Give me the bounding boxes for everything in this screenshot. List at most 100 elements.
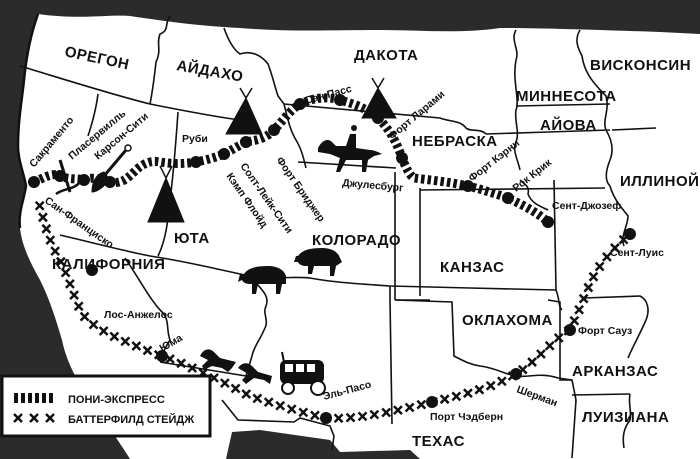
pickaxe-icon	[55, 159, 81, 196]
state-label-oklahoma: ОКЛАХОМА	[462, 312, 553, 329]
butterfield-cross-mark	[187, 363, 198, 373]
butterfield-cross-mark	[574, 304, 584, 315]
pony-express-stop-marker	[502, 192, 514, 204]
state-label-illinois: ИЛЛИНОЙС	[620, 172, 700, 190]
city-label-st-joseph: Сент-Джозеф	[552, 200, 621, 212]
butterfield-cross-mark	[333, 413, 344, 424]
butterfield-cross-mark	[496, 376, 507, 387]
butterfield-cross-mark	[263, 397, 274, 408]
butterfield-cross-mark	[536, 349, 546, 359]
city-label-los-angeles: Лос-Анжелос	[104, 309, 173, 321]
tepee-icon	[147, 165, 185, 223]
butterfield-cross-mark	[357, 411, 368, 422]
butterfield-cross-mark	[88, 319, 99, 330]
shovel-icon	[91, 144, 132, 193]
butterfield-cross-icon	[13, 413, 55, 423]
state-label-colorado: КОЛОРАДО	[312, 232, 401, 249]
legend-label-butterfield: БАТТЕРФИЛД СТЕЙДЖ	[68, 413, 194, 426]
butterfield-cross-mark	[45, 235, 56, 246]
butterfield-cross-mark	[69, 290, 79, 301]
horse-icon	[238, 363, 272, 384]
butterfield-cross-mark	[230, 383, 241, 394]
butterfield-cross-mark	[219, 378, 230, 388]
butterfield-cross-mark	[553, 332, 564, 343]
pony-express-stop-marker	[294, 98, 306, 110]
stagecoach-icon	[280, 351, 326, 396]
butterfield-route	[34, 200, 636, 424]
butterfield-cross-mark	[50, 246, 61, 256]
butterfield-cross-mark	[65, 278, 75, 289]
pony-express-stop-marker	[268, 124, 280, 136]
butterfield-cross-mark	[527, 357, 537, 367]
bison-icon	[238, 266, 286, 294]
butterfield-cross-mark	[393, 405, 403, 416]
butterfield-stop-marker	[320, 412, 332, 424]
butterfield-cross-mark	[416, 399, 427, 410]
city-label-fort-smith: Форт Сауз	[578, 325, 632, 337]
coastline	[16, 13, 40, 229]
tepee-icon	[225, 87, 263, 135]
pony-express-stop-marker	[190, 156, 202, 168]
butterfield-cross-mark	[176, 358, 187, 369]
state-label-texas: ТЕХАС	[412, 433, 465, 450]
butterfield-cross-mark	[109, 331, 120, 342]
state-label-california: КАЛИФОРНИЯ	[52, 256, 165, 273]
butterfield-cross-mark	[474, 384, 485, 395]
state-label-wisconsin: ВИСКОНСИН	[590, 57, 691, 74]
butterfield-cross-mark	[55, 256, 66, 267]
pony-express-stop-marker	[218, 148, 230, 160]
butterfield-stop-marker	[86, 264, 98, 276]
state-label-arkansas: АРКАНЗАС	[572, 363, 658, 380]
tepee-icon	[361, 77, 397, 119]
butterfield-cross-mark	[298, 407, 309, 418]
butterfield-cross-mark	[131, 341, 142, 351]
butterfield-cross-mark	[569, 315, 580, 326]
butterfield-cross-mark	[610, 243, 620, 253]
butterfield-cross-mark	[275, 400, 286, 411]
butterfield-cross-mark	[544, 340, 555, 351]
bison-icon	[294, 248, 342, 276]
butterfield-stop-marker	[564, 324, 576, 336]
pony-express-stop-marker	[396, 152, 408, 164]
butterfield-cross-mark	[602, 252, 612, 262]
butterfield-cross-mark	[120, 336, 131, 347]
state-label-kansas: КАНЗАС	[440, 259, 505, 276]
butterfield-cross-mark	[583, 282, 594, 293]
butterfield-cross-mark	[594, 261, 605, 272]
butterfield-cross-mark	[369, 409, 380, 420]
pony-express-stop-marker	[28, 176, 40, 188]
butterfield-stop-marker	[510, 368, 522, 380]
state-label-minnesota: МИННЕСОТА	[516, 88, 617, 105]
butterfield-stop-marker	[426, 396, 438, 408]
butterfield-cross-mark	[404, 402, 415, 413]
horse-icon	[200, 349, 236, 372]
city-label-port-chadbourne: Порт Чэдберн	[430, 411, 503, 423]
butterfield-cross-mark	[439, 394, 450, 405]
butterfield-cross-mark	[241, 389, 252, 399]
butterfield-cross-mark	[286, 404, 297, 415]
butterfield-cross-mark	[578, 293, 589, 304]
pony-express-path	[32, 93, 551, 226]
pony-express-dash-icon	[14, 393, 53, 403]
butterfield-cross-mark	[381, 407, 392, 418]
land-mass	[18, 14, 700, 459]
pony-express-stop-marker	[334, 94, 346, 106]
butterfield-cross-mark	[34, 200, 45, 211]
butterfield-cross-mark	[588, 271, 599, 282]
legend-label-pony-express: ПОНИ-ЭКСПРЕСС	[68, 394, 165, 406]
city-label-ruby: Руби	[182, 133, 208, 145]
butterfield-cross-mark	[60, 267, 71, 278]
butterfield-cross-mark	[252, 393, 263, 404]
state-label-louisiana: ЛУИЗИАНА	[582, 409, 669, 426]
pony-express-stop-marker	[240, 136, 252, 148]
butterfield-cross-mark	[73, 301, 84, 312]
pony-express-stop-marker	[78, 174, 90, 186]
butterfield-cross-mark	[310, 410, 320, 421]
butterfield-cross-mark	[451, 391, 462, 402]
state-label-dakota: ДАКОТА	[354, 47, 418, 64]
butterfield-cross-mark	[345, 412, 356, 423]
butterfield-stop-marker	[624, 228, 636, 240]
city-label-julesburg: Джулесбург	[342, 177, 405, 194]
